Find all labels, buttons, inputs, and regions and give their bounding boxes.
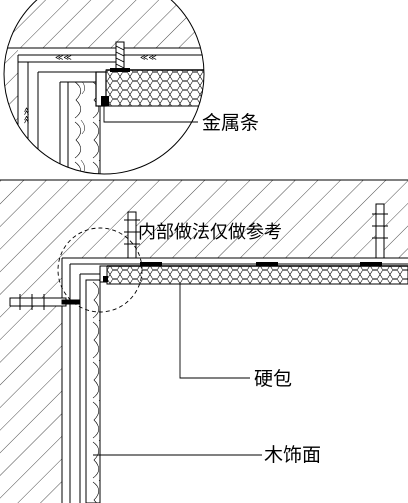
svg-text:≪≪: ≪≪ xyxy=(55,53,72,62)
main-section-detail xyxy=(0,179,408,503)
hard-pack-label: 硬包 xyxy=(254,368,292,390)
internal-note-label: 内部做法仅做参考 xyxy=(138,222,282,243)
wood-finish-label: 木饰面 xyxy=(264,444,321,466)
svg-text:≪≪: ≪≪ xyxy=(22,107,31,124)
detail-callout-circle: ≪≪ ≪≪ ≪≪ xyxy=(3,0,205,175)
svg-text:≪≪: ≪≪ xyxy=(140,53,157,62)
hard-pack-leader xyxy=(179,284,250,379)
metal-strip-leader xyxy=(103,100,198,123)
metal-strip-label: 金属条 xyxy=(202,112,259,134)
